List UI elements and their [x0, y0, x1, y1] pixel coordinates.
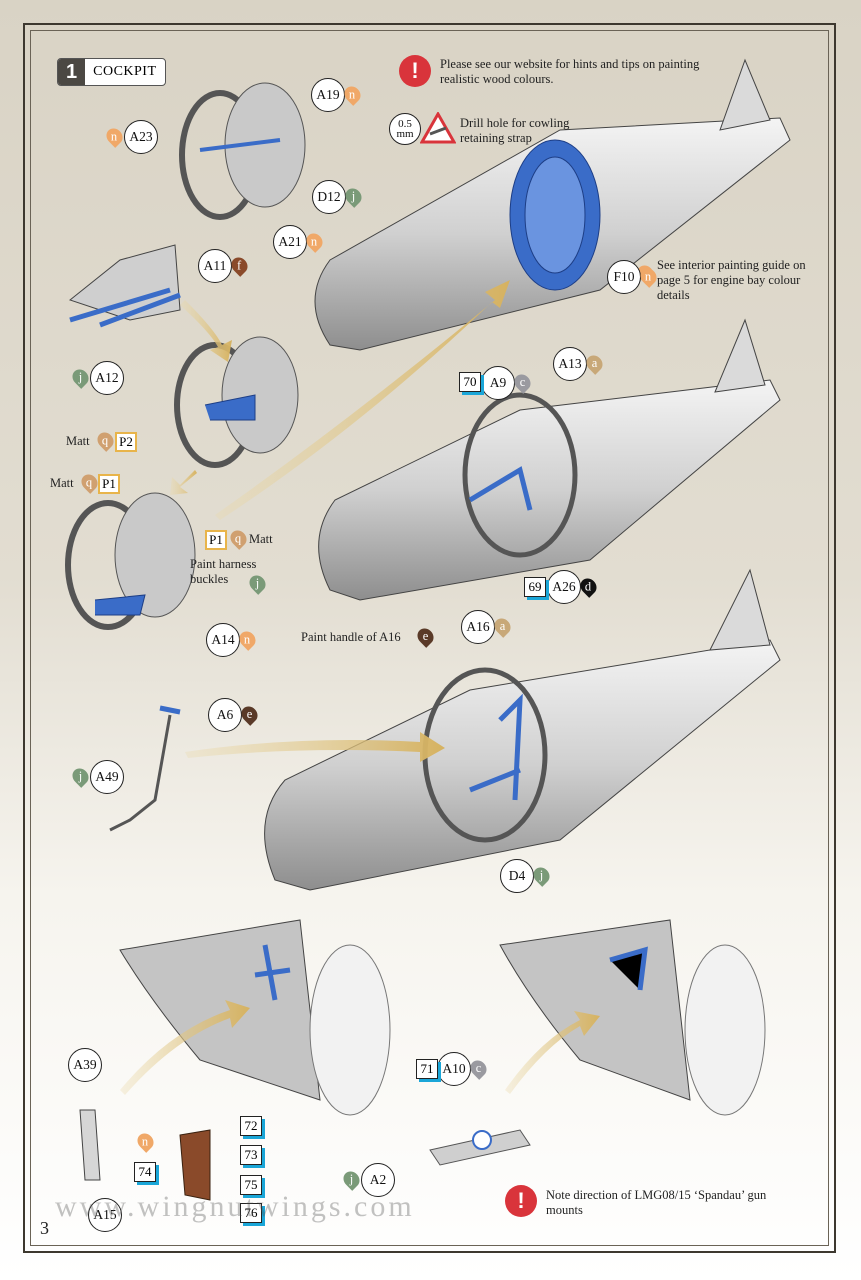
paint-letter: j	[349, 1172, 354, 1187]
drill-size-value: 0.5	[398, 118, 412, 130]
photoetch-p2: P2	[115, 432, 137, 452]
fuselage-1	[314, 58, 791, 351]
note-spandau: Note direction of LMG08/15 ‘Spandau’ gun…	[546, 1188, 767, 1217]
part-a16: A16	[461, 610, 495, 644]
warning-icon: !	[505, 1185, 537, 1217]
bracket-parts	[79, 1109, 211, 1201]
matt-label: Matt	[66, 434, 90, 448]
fuselage-2	[318, 318, 781, 601]
part-a11: A11	[198, 249, 232, 283]
decal-70: 70	[459, 372, 481, 392]
decal-73: 73	[240, 1145, 262, 1165]
paint-letter: j	[78, 370, 83, 385]
matt-label: Matt	[249, 532, 273, 546]
step-title: COCKPIT	[93, 64, 157, 79]
part-a15: A15	[88, 1198, 122, 1232]
part-a12: A12	[90, 361, 124, 395]
note-interior: See interior painting guide on page 5 fo…	[657, 258, 806, 302]
part-a23: A23	[124, 120, 158, 154]
control-column	[109, 705, 181, 832]
decal-71: 71	[416, 1059, 438, 1079]
assembly-arrows	[120, 280, 600, 1095]
paint-letter: d	[585, 579, 592, 594]
watermark: www.wingnutwings.com	[55, 1190, 415, 1223]
photoetch-p1: P1	[205, 530, 227, 550]
cutaway-left	[119, 919, 391, 1116]
paint-letter: j	[539, 868, 544, 883]
matt-label: Matt	[50, 476, 74, 490]
decal-69: 69	[524, 577, 546, 597]
drill-size-unit: mm	[396, 128, 414, 140]
part-d12: D12	[312, 180, 346, 214]
bulkhead-frames	[65, 82, 306, 630]
note-website: Please see our website for hints and tip…	[440, 57, 700, 86]
part-a19: A19	[311, 78, 345, 112]
gun-mount	[429, 1129, 531, 1166]
paint-letter: c	[475, 1061, 482, 1076]
part-a10: A10	[437, 1052, 471, 1086]
photoetch-p1: P1	[98, 474, 120, 494]
page-border-inner	[30, 30, 829, 1246]
decal-72: 72	[240, 1116, 262, 1136]
decal-75: 75	[240, 1175, 262, 1195]
paint-letter: a	[499, 619, 506, 634]
paint-letter: e	[246, 707, 253, 722]
part-a21: A21	[273, 225, 307, 259]
part-a9: A9	[481, 366, 515, 400]
paint-letter: n	[244, 632, 251, 647]
part-a39: A39	[68, 1048, 102, 1082]
part-a6: A6	[208, 698, 242, 732]
step-header: 1 COCKPIT	[57, 58, 166, 86]
part-f10: F10	[607, 260, 641, 294]
step-number: 1	[58, 59, 86, 85]
page-number: 3	[40, 1218, 49, 1238]
paint-letter: f	[237, 258, 242, 273]
part-a14: A14	[206, 623, 240, 657]
paint-letter: c	[519, 375, 526, 390]
note-drill: Drill hole for cowling retaining strap	[460, 116, 570, 145]
part-a26: A26	[547, 570, 581, 604]
decal-76: 76	[240, 1203, 262, 1223]
warning-icon: !	[399, 55, 431, 87]
paint-letter: n	[311, 234, 318, 249]
note-handle: Paint handle of A16	[301, 630, 401, 644]
seat-part	[68, 244, 181, 328]
note-harness: Paint harness buckles	[190, 557, 257, 586]
paint-letter: n	[111, 129, 118, 144]
paint-letter: a	[591, 356, 598, 371]
part-d4: D4	[500, 859, 534, 893]
part-a2: A2	[361, 1163, 395, 1197]
page-border	[23, 23, 836, 1253]
paint-letter: j	[351, 189, 356, 204]
paint-letter: n	[645, 269, 652, 284]
paint-letter: n	[349, 87, 356, 102]
part-a49: A49	[90, 760, 124, 794]
cutaway-right	[499, 919, 766, 1116]
part-a13: A13	[553, 347, 587, 381]
fuselage-3	[264, 568, 781, 891]
drill-icon	[419, 110, 457, 144]
drill-size-badge: 0.5 mm	[389, 113, 421, 145]
decal-74: 74	[134, 1162, 156, 1182]
paint-letter: j	[78, 769, 83, 784]
